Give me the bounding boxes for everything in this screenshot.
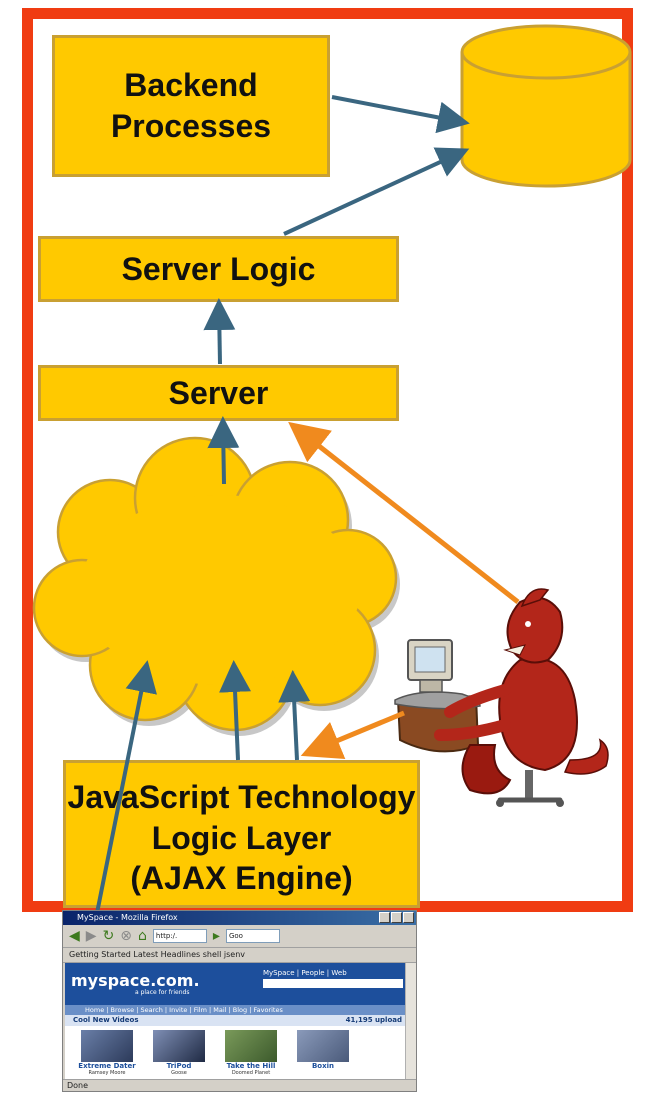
browser-title: MySpace - Mozilla Firefox — [77, 913, 178, 922]
forward-arrow-icon[interactable]: ▶ — [85, 928, 97, 944]
cool-videos-header: Cool New Videos 41,195 upload — [65, 1015, 406, 1026]
video-author: Goose — [171, 1070, 187, 1076]
cool-videos-title: Cool New Videos — [73, 1016, 139, 1024]
myspace-search-input[interactable] — [263, 979, 403, 988]
maximize-icon[interactable] — [391, 912, 402, 923]
video-thumbnail[interactable] — [81, 1030, 133, 1062]
myspace-top-links[interactable]: MySpace | People | Web — [263, 969, 347, 977]
attack-arrow-to-server — [288, 421, 520, 604]
arrow-browser-to-cloud — [90, 660, 157, 939]
video-list: Extreme Dater Ramsey Moore TriPod Goose … — [65, 1026, 406, 1076]
bookmarks-bar[interactable]: Getting Started Latest Headlines shell j… — [63, 948, 416, 963]
go-icon[interactable]: ▸ — [212, 928, 220, 944]
video-title[interactable]: TriPod — [166, 1062, 192, 1070]
web-page: myspace.com. a place for friends MySpace… — [65, 963, 406, 1079]
upload-count: 41,195 upload — [345, 1016, 402, 1024]
vertical-scrollbar[interactable] — [405, 963, 416, 1079]
video-author: Ramsey Moore — [88, 1070, 126, 1076]
arrow-ajax-to-cloud-1 — [219, 660, 252, 761]
backend-label-line2: Processes — [110, 108, 272, 144]
ajax-label-line1: JavaScript Technology — [67, 779, 416, 815]
video-item[interactable]: Extreme Dater Ramsey Moore — [77, 1030, 137, 1076]
browser-window-screenshot: MySpace - Mozilla Firefox ◀ ▶ ↻ ⊗ ⌂ http… — [62, 910, 417, 1092]
database-icon — [460, 24, 632, 188]
home-icon[interactable]: ⌂ — [138, 928, 147, 944]
internet-cloud-icon — [32, 436, 400, 736]
back-arrow-icon[interactable]: ◀ — [69, 928, 80, 944]
myspace-logo[interactable]: myspace.com. — [71, 971, 200, 990]
video-title[interactable]: Boxin — [311, 1062, 335, 1070]
browser-toolbar: ◀ ▶ ↻ ⊗ ⌂ http:/. ▸ Goo — [63, 925, 416, 948]
video-item[interactable]: Take the Hill Doomed Planet — [221, 1030, 281, 1076]
arrow-ajax-to-cloud-2 — [278, 670, 311, 761]
stop-icon[interactable]: ⊗ — [120, 928, 133, 944]
attacker-devil-icon — [394, 588, 609, 807]
close-icon[interactable] — [403, 912, 414, 923]
video-item[interactable]: Boxin — [293, 1030, 353, 1076]
url-field[interactable]: http:/. — [152, 929, 207, 943]
video-thumbnail[interactable] — [297, 1030, 349, 1062]
arrow-serverlogic-to-db — [283, 147, 470, 236]
myspace-nav[interactable]: Home | Browse | Search | Invite | Film |… — [65, 1005, 406, 1015]
myspace-header: myspace.com. a place for friends MySpace… — [65, 963, 406, 1005]
backend-processes-box: Backend Processes — [52, 35, 330, 177]
backend-label-line1: Backend — [124, 67, 258, 104]
ajax-label-line3: (AJAX Engine) — [130, 860, 353, 897]
status-bar: Done — [63, 1079, 416, 1091]
server-logic-label: Server Logic — [121, 250, 316, 287]
video-title[interactable]: Extreme Dater — [78, 1062, 136, 1070]
arrow-backend-to-db — [331, 95, 470, 134]
video-title[interactable]: Take the Hill — [226, 1062, 276, 1070]
arrow-server-to-serverlogic — [203, 298, 236, 365]
video-thumbnail[interactable] — [153, 1030, 205, 1062]
search-field[interactable]: Goo — [225, 929, 280, 943]
server-label: Server — [168, 374, 269, 411]
server-logic-box: Server Logic — [38, 236, 399, 302]
video-thumbnail[interactable] — [225, 1030, 277, 1062]
browser-titlebar: MySpace - Mozilla Firefox — [63, 911, 416, 925]
arrow-cloud-to-server — [207, 416, 240, 485]
minimize-icon[interactable] — [379, 912, 390, 923]
video-author: Doomed Planet — [231, 1070, 271, 1076]
reload-icon[interactable]: ↻ — [102, 928, 115, 944]
ajax-label-line2: Logic Layer — [151, 819, 332, 856]
attack-arrow-to-ajax — [300, 710, 405, 759]
myspace-tagline: a place for friends — [135, 989, 190, 996]
video-item[interactable]: TriPod Goose — [149, 1030, 209, 1076]
